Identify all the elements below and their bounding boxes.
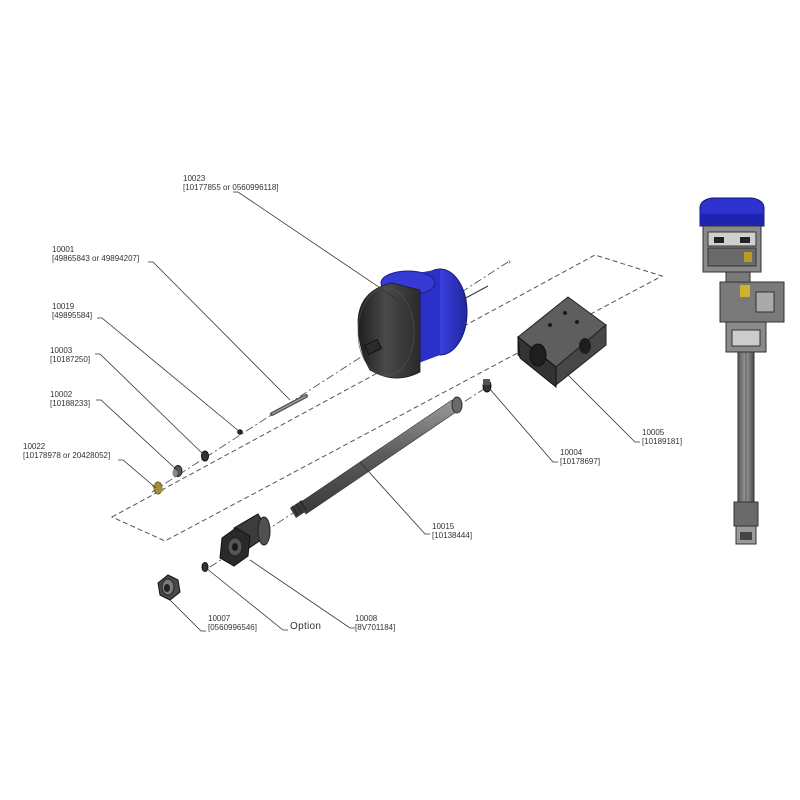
callout-10005: 10005 [10189181] xyxy=(642,428,682,446)
callout-10023: 10023 [10177855 or 0560996118] xyxy=(183,174,279,192)
callout-part-number: [0560996546] xyxy=(208,623,257,632)
callout-id: 10008 xyxy=(355,614,378,623)
callout-10022: 10022 [10178978 or 20428052] xyxy=(23,442,110,460)
callout-10001: 10001 [49865843 or 49894207] xyxy=(52,245,139,263)
callout-10007: 10007 [0560996546] xyxy=(208,614,257,632)
assembly-boundary xyxy=(110,254,664,542)
callout-id: 10003 xyxy=(50,346,73,355)
callout-part-number: [10138444] xyxy=(432,531,473,540)
part-10004-fitting xyxy=(482,379,492,393)
part-10015-rod xyxy=(290,396,463,518)
callout-id: 10004 xyxy=(560,448,583,457)
callout-part-number: [10189181] xyxy=(642,437,683,446)
section-view-assembled xyxy=(699,197,785,545)
callout-10002: 10002 [10188233] xyxy=(50,390,90,408)
axis-end-mark: › xyxy=(508,257,511,266)
callout-part-number: [8V701184] xyxy=(355,623,396,632)
callout-id: 10001 xyxy=(52,245,75,254)
callout-10003: 10003 [10187250] xyxy=(50,346,90,364)
callout-part-number: [49895584] xyxy=(52,311,93,320)
callout-part-number: [49865843 or 49894207] xyxy=(52,254,140,263)
callout-id: 10023 xyxy=(183,174,206,183)
part-10023-cap xyxy=(357,268,489,379)
part-10002-fitting xyxy=(172,465,183,477)
part-10005-block xyxy=(517,296,607,389)
callout-id: 10019 xyxy=(52,302,75,311)
part-option-washer xyxy=(201,562,209,572)
part-10008-gland-nut xyxy=(219,513,271,567)
part-10022-nipple xyxy=(152,481,164,495)
callout-part-number: [10187250] xyxy=(50,355,91,364)
part-10001-pin xyxy=(270,394,308,416)
callout-option: Option xyxy=(290,621,321,632)
callout-10008: 10008 [8V701184] xyxy=(355,614,395,632)
option-label: Option xyxy=(290,621,322,632)
leader-lines xyxy=(95,191,640,632)
callout-id: 10002 xyxy=(50,390,73,399)
part-10007-nut xyxy=(157,574,181,601)
callout-part-number: [10177855 or 0560996118] xyxy=(183,183,279,192)
callout-id: 10022 xyxy=(23,442,46,451)
callout-id: 10007 xyxy=(208,614,231,623)
callout-id: 10015 xyxy=(432,522,455,531)
callout-10004: 10004 [10178697] xyxy=(560,448,600,466)
callout-10019: 10019 [49895584] xyxy=(52,302,92,320)
callout-id: 10005 xyxy=(642,428,665,437)
callout-part-number: [10178697] xyxy=(560,457,601,466)
callout-10015: 10015 [10138444] xyxy=(432,522,472,540)
callout-part-number: [10178978 or 20428052] xyxy=(23,451,111,460)
callout-part-number: [10188233] xyxy=(50,399,91,408)
